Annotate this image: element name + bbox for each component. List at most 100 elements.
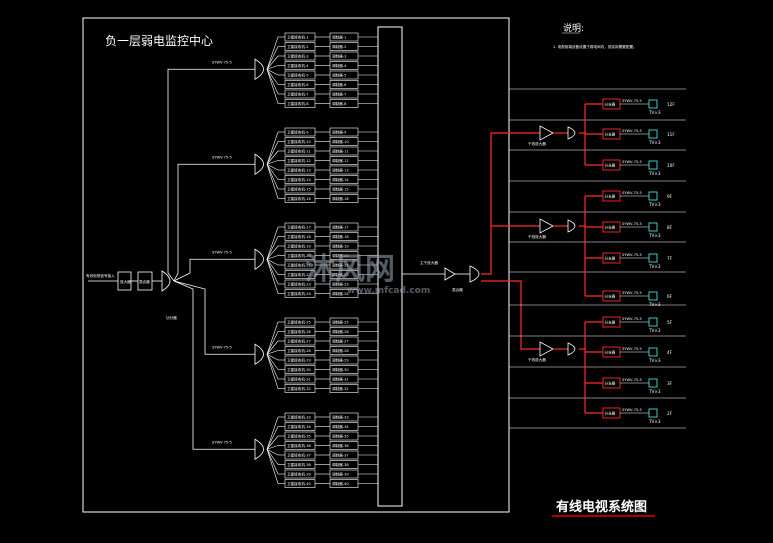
modulator-label: 调制器-14	[332, 177, 349, 182]
tv-outlet-icon	[648, 291, 658, 301]
floor-label: 3F	[667, 381, 673, 386]
tv-count-label: TV×3	[648, 389, 661, 394]
tap-box-label: 分支器	[605, 294, 616, 299]
modulator-label: 调制器-13	[332, 168, 349, 173]
fan-line	[266, 46, 279, 70]
signal-trunk-lower	[481, 280, 540, 350]
floor-cable-label: SYWV-75-5	[622, 160, 642, 164]
floor-cable-label: SYWV-75-5	[622, 129, 642, 133]
modulator-label: 调制器-40	[332, 481, 349, 486]
signal-trunk-upper	[481, 132, 540, 275]
floor-splitter-symbol	[567, 126, 576, 140]
floor-cable-label: SYWV-75-5	[622, 317, 642, 321]
modulator-label: 调制器-29	[332, 358, 349, 363]
modulator-label: 调制器-19	[332, 244, 349, 249]
receiver-label: 卫星接收机-26	[287, 329, 312, 334]
tap-box-label: 分支器	[605, 102, 616, 107]
fan-line	[266, 331, 279, 355]
group-cable-label: SYWV-75-5	[212, 440, 232, 444]
modulator-label: 调制器-39	[332, 472, 349, 477]
tv-outlet-icon	[648, 99, 658, 109]
group-splitter-symbol	[254, 248, 264, 270]
receiver-label: 卫星接收机-20	[287, 253, 312, 258]
tap-box-label: 分支器	[605, 350, 616, 355]
fan-line	[266, 449, 279, 475]
modulator-label: 调制器-18	[332, 234, 349, 239]
tv-count-label: TV×3	[648, 358, 661, 363]
receiver-label: 卫星接收机-8	[287, 101, 309, 106]
modulator-label: 调制器-38	[332, 462, 349, 467]
group-splitter-symbol	[254, 438, 264, 460]
modulator-label: 调制器-8	[332, 101, 347, 106]
tv-outlet-icon	[648, 317, 658, 327]
modulator-label: 调制器-1	[332, 35, 346, 40]
tv-count-label: TV×3	[648, 328, 661, 333]
modulator-label: 调制器-30	[332, 367, 349, 372]
fan-line	[266, 354, 279, 370]
fan-line	[266, 354, 279, 380]
receiver-label: 卫星接收机-32	[287, 386, 311, 391]
modulator-label: 调制器-7	[332, 92, 346, 97]
fan-line	[266, 68, 279, 76]
fan-line	[266, 449, 279, 484]
receiver-label: 卫星接收机-17	[287, 225, 311, 230]
fan-line	[266, 350, 279, 355]
fan-line	[266, 164, 279, 190]
receiver-label: 卫星接收机-37	[287, 453, 311, 458]
tv-count-label: TV×3	[648, 264, 661, 269]
tap-box-label: 分支器	[605, 320, 616, 325]
modulator-label: 调制器-25	[332, 320, 349, 325]
modulator-label: 调制器-6	[332, 82, 347, 87]
floor-distribution: 干线放大器分支器SYWV-75-5TV×312F分支器SYWV-75-5TV×3…	[481, 88, 686, 429]
tap-box-label: 分支器	[605, 225, 616, 230]
floor-cable-label: SYWV-75-5	[622, 99, 642, 103]
modulator-label: 调制器-26	[332, 329, 349, 334]
modulator-label: 调制器-20	[332, 253, 349, 258]
receiver-label: 卫星接收机-34	[287, 424, 312, 429]
group-splitter-symbol	[254, 58, 264, 80]
fan-line	[266, 353, 279, 361]
receiver-label: 卫星接收机-38	[287, 462, 312, 467]
fan-line	[266, 160, 279, 165]
modulator-label: 调制器-15	[332, 187, 349, 192]
modulator-label: 调制器-17	[332, 225, 349, 230]
tv-count-label: TV×3	[648, 202, 661, 207]
receiver-label: 卫星接收机-4	[287, 63, 309, 68]
modulator-label: 调制器-9	[332, 130, 347, 135]
floor-splitter-symbol	[567, 342, 576, 356]
receiver-label: 卫星接收机-30	[287, 367, 312, 372]
modulator-label: 调制器-10	[332, 139, 349, 144]
receiver-label: 卫星接收机-7	[287, 92, 309, 97]
trunk-branch-line	[173, 280, 255, 355]
fan-line	[266, 435, 279, 450]
modulator-label: 调制器-3	[332, 54, 346, 59]
floor-splitter-symbol	[567, 219, 576, 233]
receiver-label: 卫星接收机-19	[287, 244, 312, 249]
branch-amp-label: 干线放大器	[528, 357, 546, 362]
fan-line	[266, 131, 279, 165]
modulator-label: 调制器-11	[332, 149, 349, 154]
group-cable-label: SYWV-75-5	[212, 155, 232, 159]
floor-cable-label: SYWV-75-5	[622, 378, 642, 382]
fan-line	[266, 445, 279, 450]
floor-cable-label: SYWV-75-5	[622, 291, 642, 295]
receiver-label: 卫星接收机-25	[287, 320, 311, 325]
tv-outlet-icon	[648, 253, 658, 263]
trunk-branch-line	[173, 258, 255, 282]
fan-line	[266, 69, 279, 85]
receiver-label: 卫星接收机-14	[287, 177, 312, 182]
fan-line	[266, 259, 279, 275]
modulator-label: 调制器-33	[332, 415, 349, 420]
trunk-branch-line	[173, 163, 255, 282]
floor-cable-label: SYWV-75-5	[622, 347, 642, 351]
fan-line	[266, 426, 279, 450]
floor-label: 9F	[667, 194, 673, 199]
group-splitter-symbol	[254, 343, 264, 365]
modulator-label: 调制器-22	[332, 272, 349, 277]
fan-line	[266, 340, 279, 355]
receiver-label: 卫星接收机-21	[287, 263, 311, 268]
modulator-label: 调制器-37	[332, 453, 349, 458]
